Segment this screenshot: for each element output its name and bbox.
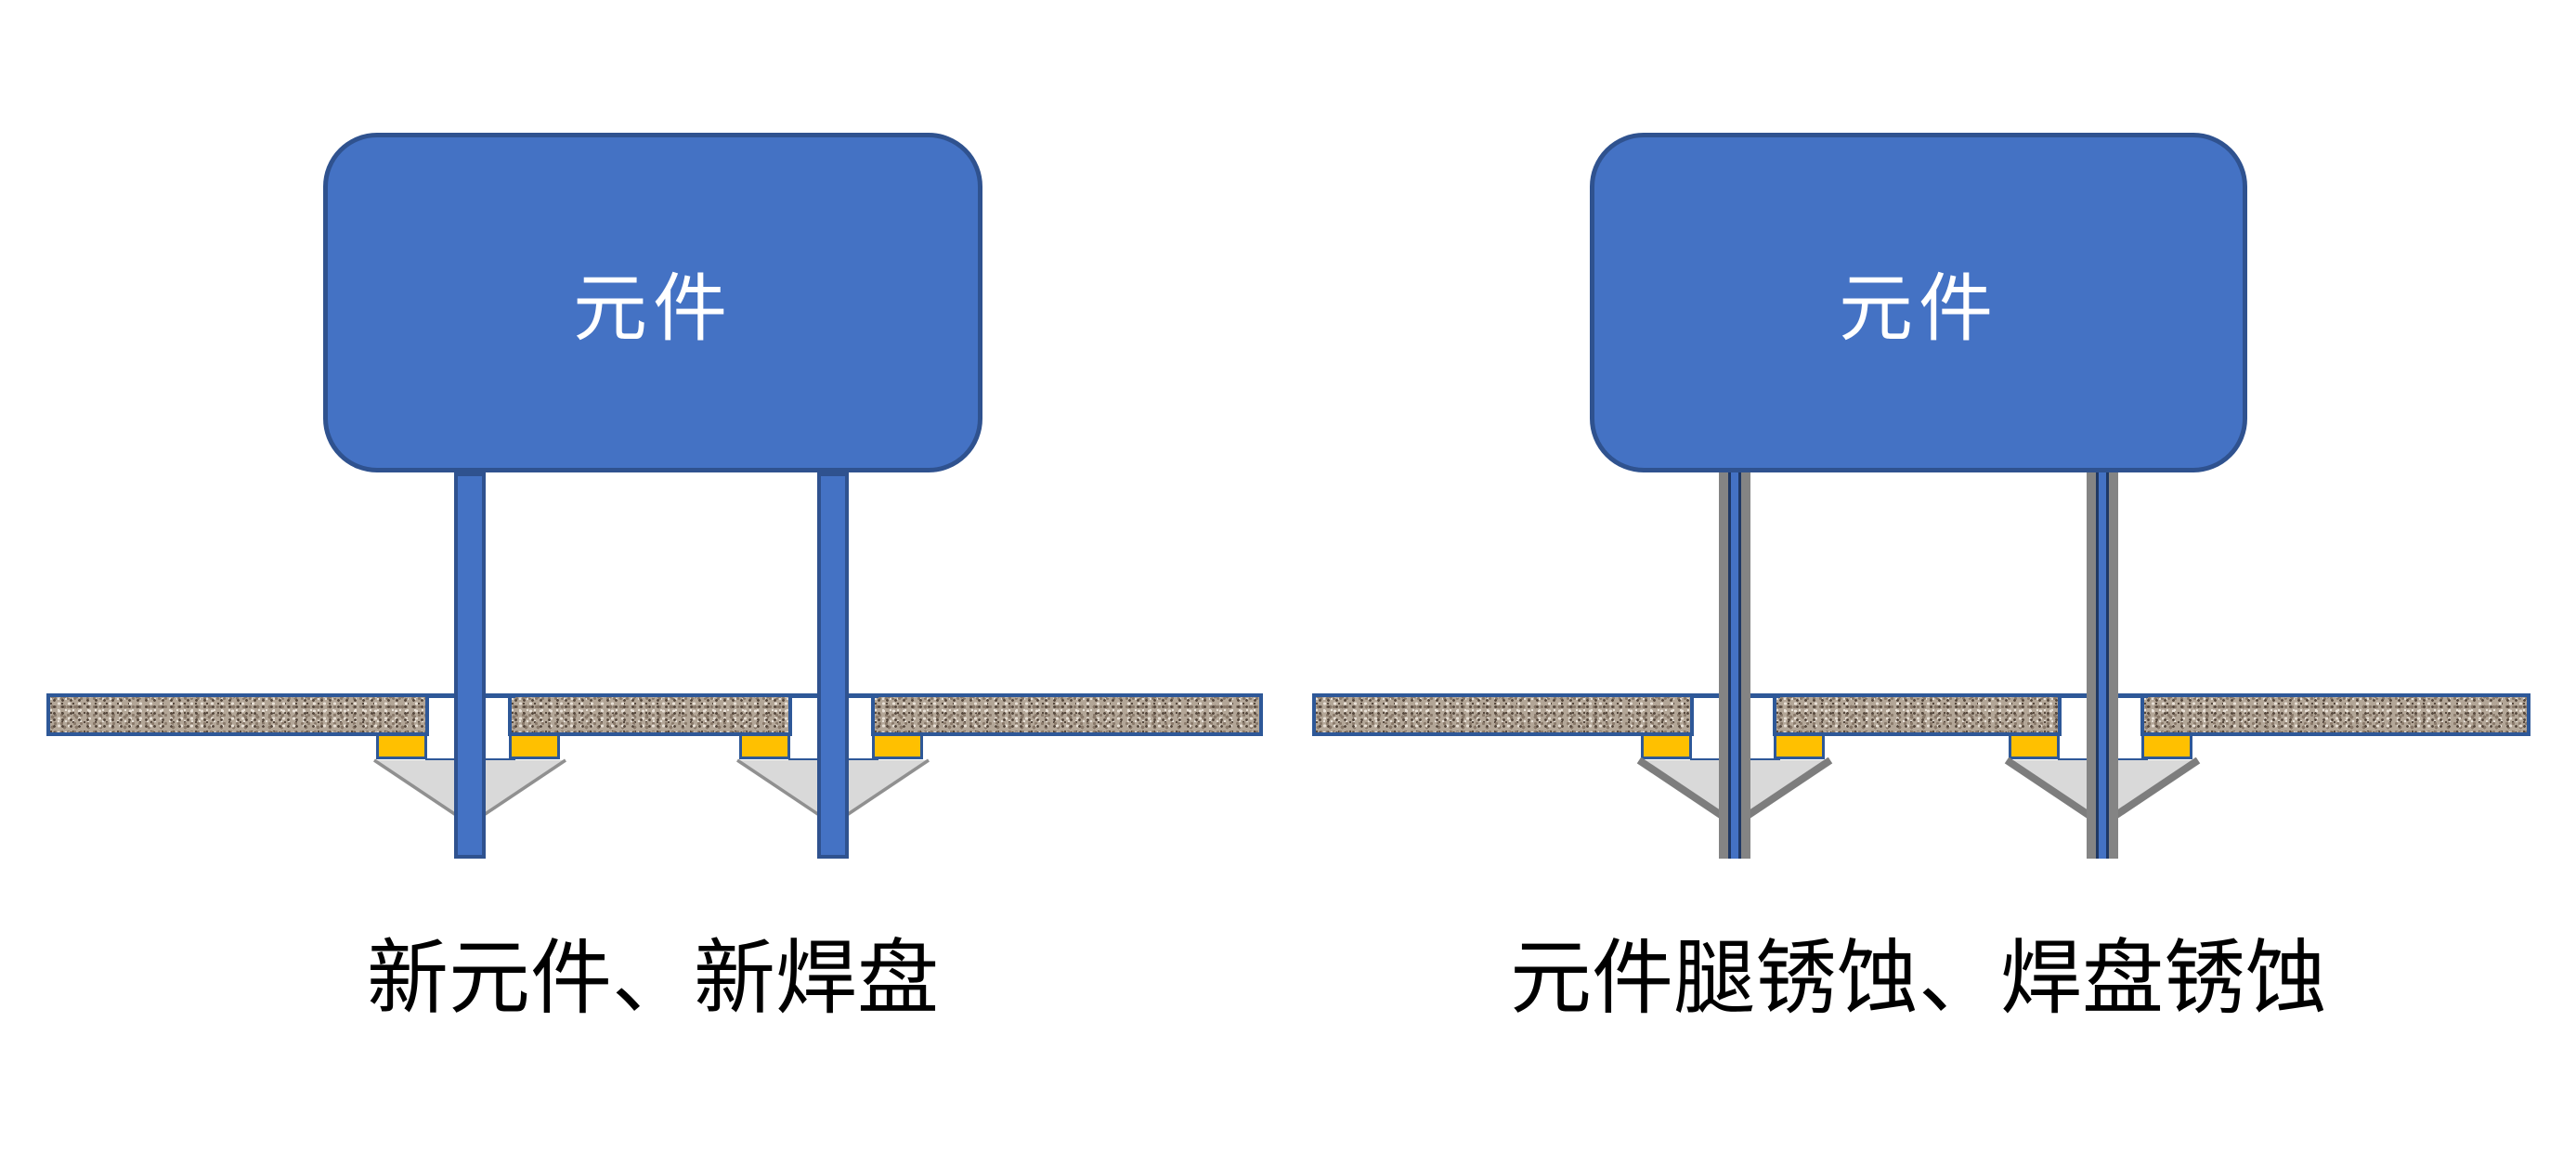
caption: 新元件、新焊盘	[366, 935, 939, 1025]
solder-pad	[739, 733, 790, 759]
leg-corrosion-layer	[2109, 472, 2118, 859]
pcb-board-segment	[46, 693, 429, 736]
solder-pad	[2009, 733, 2060, 759]
solder-pad	[376, 733, 427, 759]
solder-pad	[872, 733, 923, 759]
leg-corrosion-layer	[1719, 472, 1728, 859]
solder-pad	[2141, 733, 2192, 759]
pcb-board-segment	[871, 693, 1263, 736]
leg-core	[2096, 472, 2109, 859]
solder-pad	[1774, 733, 1825, 759]
leg-corrosion-layer	[2087, 472, 2096, 859]
pcb-board-segment	[1312, 693, 1694, 736]
component-body: 元件	[1590, 133, 2247, 472]
component-leg-corroded	[2087, 472, 2118, 859]
leg-corrosion-layer	[1741, 472, 1750, 859]
pcb-board-segment	[2140, 693, 2530, 736]
component-leg-corroded	[1719, 472, 1750, 859]
component-label: 元件	[1839, 269, 1998, 351]
pcb-board-segment	[1773, 693, 2062, 736]
component-leg	[817, 472, 849, 859]
component-leg	[454, 472, 486, 859]
caption: 元件腿锈蚀、焊盘锈蚀	[1509, 935, 2327, 1025]
solder-pad	[509, 733, 560, 759]
pcb-board-segment	[508, 693, 792, 736]
component-body: 元件	[323, 133, 982, 472]
solder-pad	[1641, 733, 1692, 759]
leg-core	[1728, 472, 1741, 859]
component-label: 元件	[573, 269, 733, 351]
